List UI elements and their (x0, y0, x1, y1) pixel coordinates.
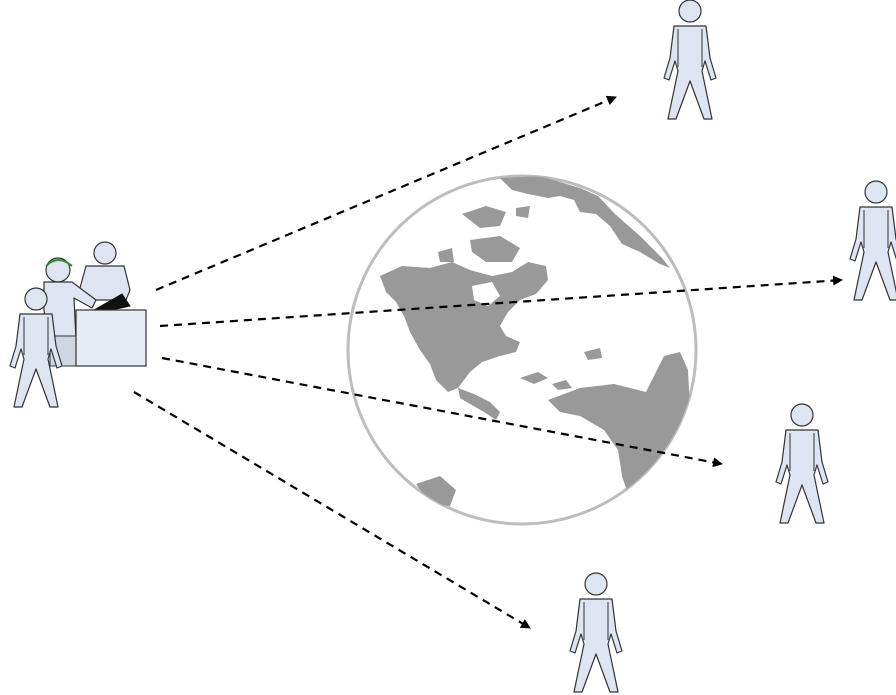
desk-icon (49, 309, 147, 367)
person-icon (849, 180, 896, 301)
person-icon (79, 241, 131, 301)
person-icon (569, 572, 623, 693)
continents (380, 176, 690, 506)
recipient-person-1 (663, 0, 717, 120)
recipient-person-2 (849, 180, 896, 301)
workstation-team-icon (9, 241, 147, 408)
connection-arrow-3 (161, 356, 723, 468)
person-icon (775, 403, 829, 524)
connection-arrow-4 (133, 391, 531, 629)
person-icon (663, 0, 717, 120)
connection-arrow-2 (159, 275, 843, 328)
globe-icon (346, 174, 698, 526)
recipient-person-3 (775, 403, 829, 524)
connections (133, 95, 843, 629)
recipient-person-4 (569, 572, 623, 693)
